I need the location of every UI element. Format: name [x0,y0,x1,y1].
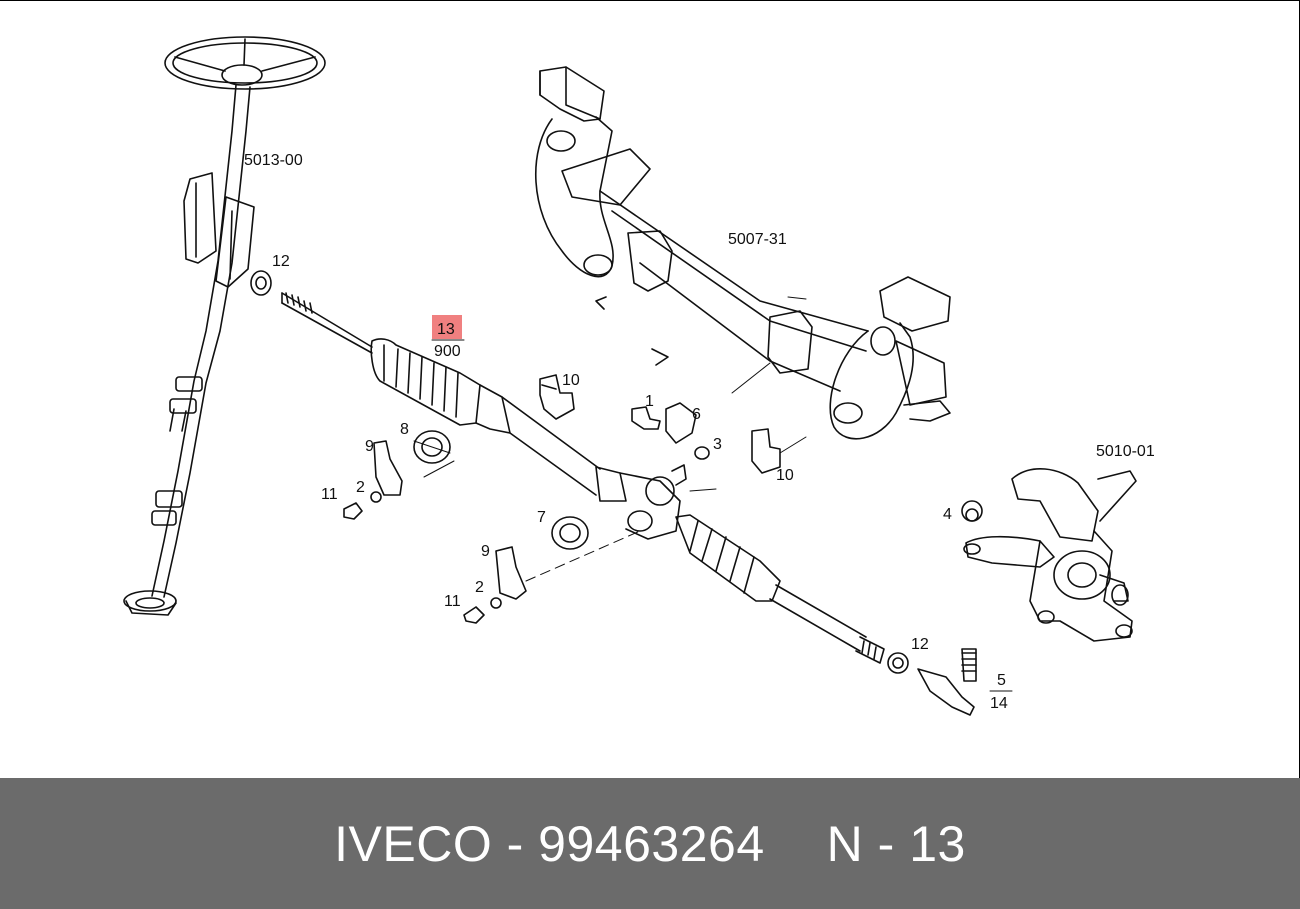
label-steering-column: 5013-00 [244,152,303,169]
label-nut-4: 4 [943,506,952,523]
label-axle-beam: 5007-31 [728,231,787,248]
label-nut-3: 3 [713,436,722,453]
part-number-footer: IVECO - 99463264 N - 13 [0,778,1300,909]
axle-beam-drawing [534,66,951,440]
steering-rack-drawing [281,292,885,664]
label-part-13: 13 [437,321,455,338]
label-bolt-11-bottom: 11 [444,593,461,610]
steering-column-drawing [123,36,326,616]
part-number-text: IVECO - 99463264 [334,815,765,872]
label-nut-12-top: 12 [272,253,290,270]
label-bush-7: 7 [537,509,546,526]
label-bracket-10-top: 10 [562,372,580,389]
steering-knuckle-drawing [963,468,1137,642]
label-bracket-10-right: 10 [776,467,794,484]
label-bush-8: 8 [400,421,409,438]
label-clamp-6: 6 [692,406,701,423]
label-tie-rod-end-5: 5 [997,672,1006,689]
label-washer-2-top: 2 [356,479,365,496]
exploded-view-drawing: 5013-00 5007-31 5010-01 12 13 900 10 1 6… [123,36,1155,716]
parts-diagram: 5013-00 5007-31 5010-01 12 13 900 10 1 6… [0,0,1300,778]
reference-text: N - 13 [826,815,966,872]
label-steering-knuckle: 5010-01 [1096,443,1155,460]
label-nut-12-bottom: 12 [911,636,929,653]
label-clamp-9-top: 9 [365,438,374,455]
label-bolt-11-top: 11 [321,486,338,503]
highlight-box [432,315,462,339]
label-clamp-9-bottom: 9 [481,543,490,560]
small-parts-drawing [250,270,983,716]
label-bolt-1: 1 [645,393,654,410]
label-tie-rod-end-14: 14 [990,695,1008,712]
part-labels: 5013-00 5007-31 5010-01 12 13 900 10 1 6… [244,152,1155,712]
label-part-900: 900 [434,343,461,360]
label-washer-2-bottom: 2 [475,579,484,596]
